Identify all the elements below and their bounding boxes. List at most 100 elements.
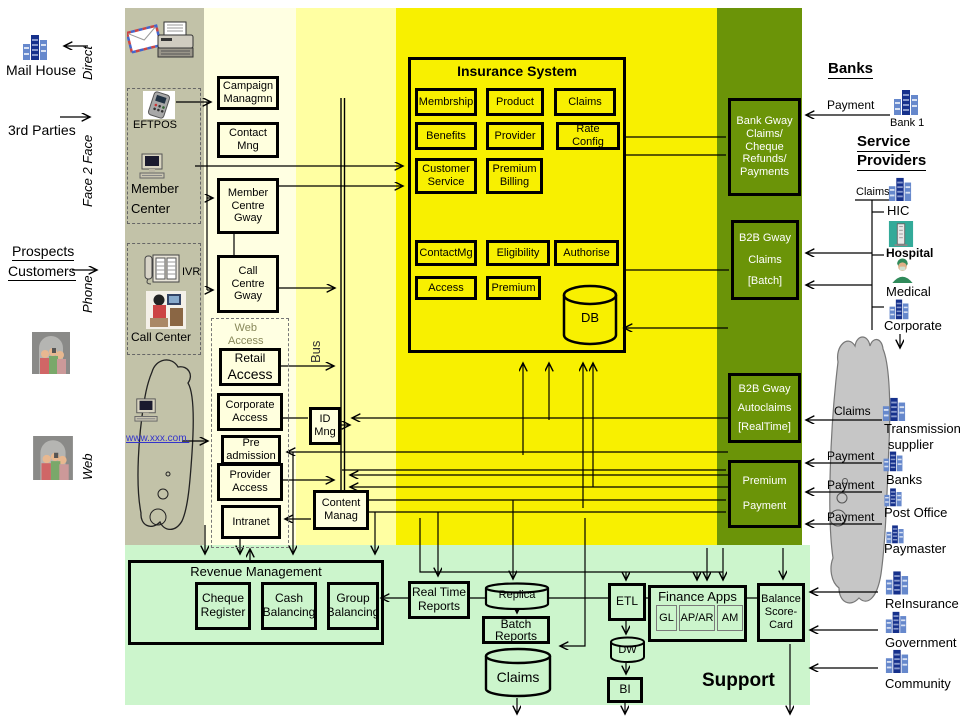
post-office-icon <box>884 488 902 507</box>
reinsurance-label: ReInsurance <box>885 596 959 611</box>
channel-web-label: Web <box>80 453 95 481</box>
premium-module: Premium <box>486 276 541 300</box>
third-parties-label: 3rd Parties <box>8 122 76 138</box>
mail-house-icon <box>23 35 47 60</box>
member-center-label2: Center <box>131 201 171 216</box>
phone-group <box>127 243 201 355</box>
claims-cylinder: Claims <box>484 647 552 699</box>
membership-module: Membrship <box>415 88 477 116</box>
hospital-label: Hospital <box>886 246 934 260</box>
authorise-module: Authorise <box>554 240 619 266</box>
rate-config-module: Rate Config <box>556 122 620 150</box>
provider-module: Provider <box>486 122 544 150</box>
eftpos-icon <box>143 91 175 119</box>
medical-icon <box>892 258 913 283</box>
paymaster-label: Paymaster <box>884 541 947 556</box>
insurance-system-title: Insurance System <box>457 63 577 79</box>
call-center-label: Call Center <box>131 330 192 344</box>
corporate-label: Corporate <box>884 318 942 333</box>
government-label: Government <box>885 635 957 650</box>
claims-db-label: Claims <box>496 669 540 685</box>
gateway-band-2 <box>296 8 396 545</box>
etl-box: ETL <box>608 583 646 621</box>
db-cylinder: DB <box>562 284 618 346</box>
channel-direct-label: Direct <box>80 46 95 80</box>
insurance-system-box: Insurance System <box>408 57 626 353</box>
mail-house-label: Mail House <box>6 62 77 78</box>
dw-cylinder: DW <box>609 636 646 664</box>
banks-icon <box>883 451 903 472</box>
gl-box: GL <box>656 605 677 631</box>
banks-label: Banks <box>886 472 923 487</box>
am-box: AM <box>717 605 743 631</box>
hic-label: HIC <box>887 203 910 218</box>
bank1-icon <box>894 90 918 115</box>
bi-box: BI <box>607 677 643 703</box>
customers-label: Customers <box>8 263 76 281</box>
banks-heading: Banks <box>828 60 874 79</box>
corporate-icon <box>889 299 909 320</box>
intranet-box: Intranet <box>221 505 281 539</box>
db-label: DB <box>580 310 600 325</box>
member-center-pc-icon <box>139 153 165 179</box>
eligibility-module: Eligibility <box>486 240 550 266</box>
payment-label-2: Payment <box>827 449 875 463</box>
government-icon <box>885 611 907 633</box>
transmission-label2: supplier <box>888 437 934 452</box>
website-link[interactable]: www.xxx.com. <box>126 433 190 444</box>
payment-label-3: Payment <box>827 478 875 492</box>
ap-ar-box: AP/AR <box>679 605 715 631</box>
bank1-label: Bank 1 <box>890 117 925 129</box>
customers-photo <box>32 332 70 374</box>
ivr-phone-icon <box>144 254 180 285</box>
product-module: Product <box>486 88 544 116</box>
finance-apps-box: Finance Apps <box>648 585 747 642</box>
channel-face2face-label: Face 2 Face <box>80 134 95 207</box>
channel-phone-label: Phone <box>80 275 95 313</box>
payment-label-4: Payment <box>827 510 875 524</box>
payment-label-1: Payment <box>827 98 875 112</box>
printer-icon <box>157 21 194 58</box>
transmission-label: Transmission <box>884 421 960 436</box>
access-module: Access <box>415 276 477 300</box>
community-icon <box>885 649 909 673</box>
bus-label: Bus <box>308 340 323 363</box>
hic-icon <box>888 177 912 201</box>
contactmg-module: ContactMg <box>415 240 477 266</box>
transmission-icon <box>882 397 906 421</box>
eftpos-label: EFTPOS <box>133 119 178 131</box>
service-providers-heading: Service <box>857 133 911 152</box>
face2face-group <box>127 88 201 224</box>
post-office-label: Post Office <box>884 505 948 520</box>
service-providers-heading2: Providers <box>857 152 927 171</box>
call-center-photo <box>146 291 186 329</box>
medical-label: Medical <box>886 284 931 299</box>
dw-label: DW <box>618 644 637 656</box>
member-center-label: Member <box>131 181 179 196</box>
reinsurance-icon <box>885 571 909 595</box>
web-pc-icon <box>134 398 158 422</box>
right-cloud <box>829 336 891 604</box>
prospects-label: Prospects <box>12 243 75 261</box>
ivr-label: IVR <box>182 266 201 278</box>
support-label: Support <box>702 670 775 691</box>
web-access-group <box>211 318 289 548</box>
